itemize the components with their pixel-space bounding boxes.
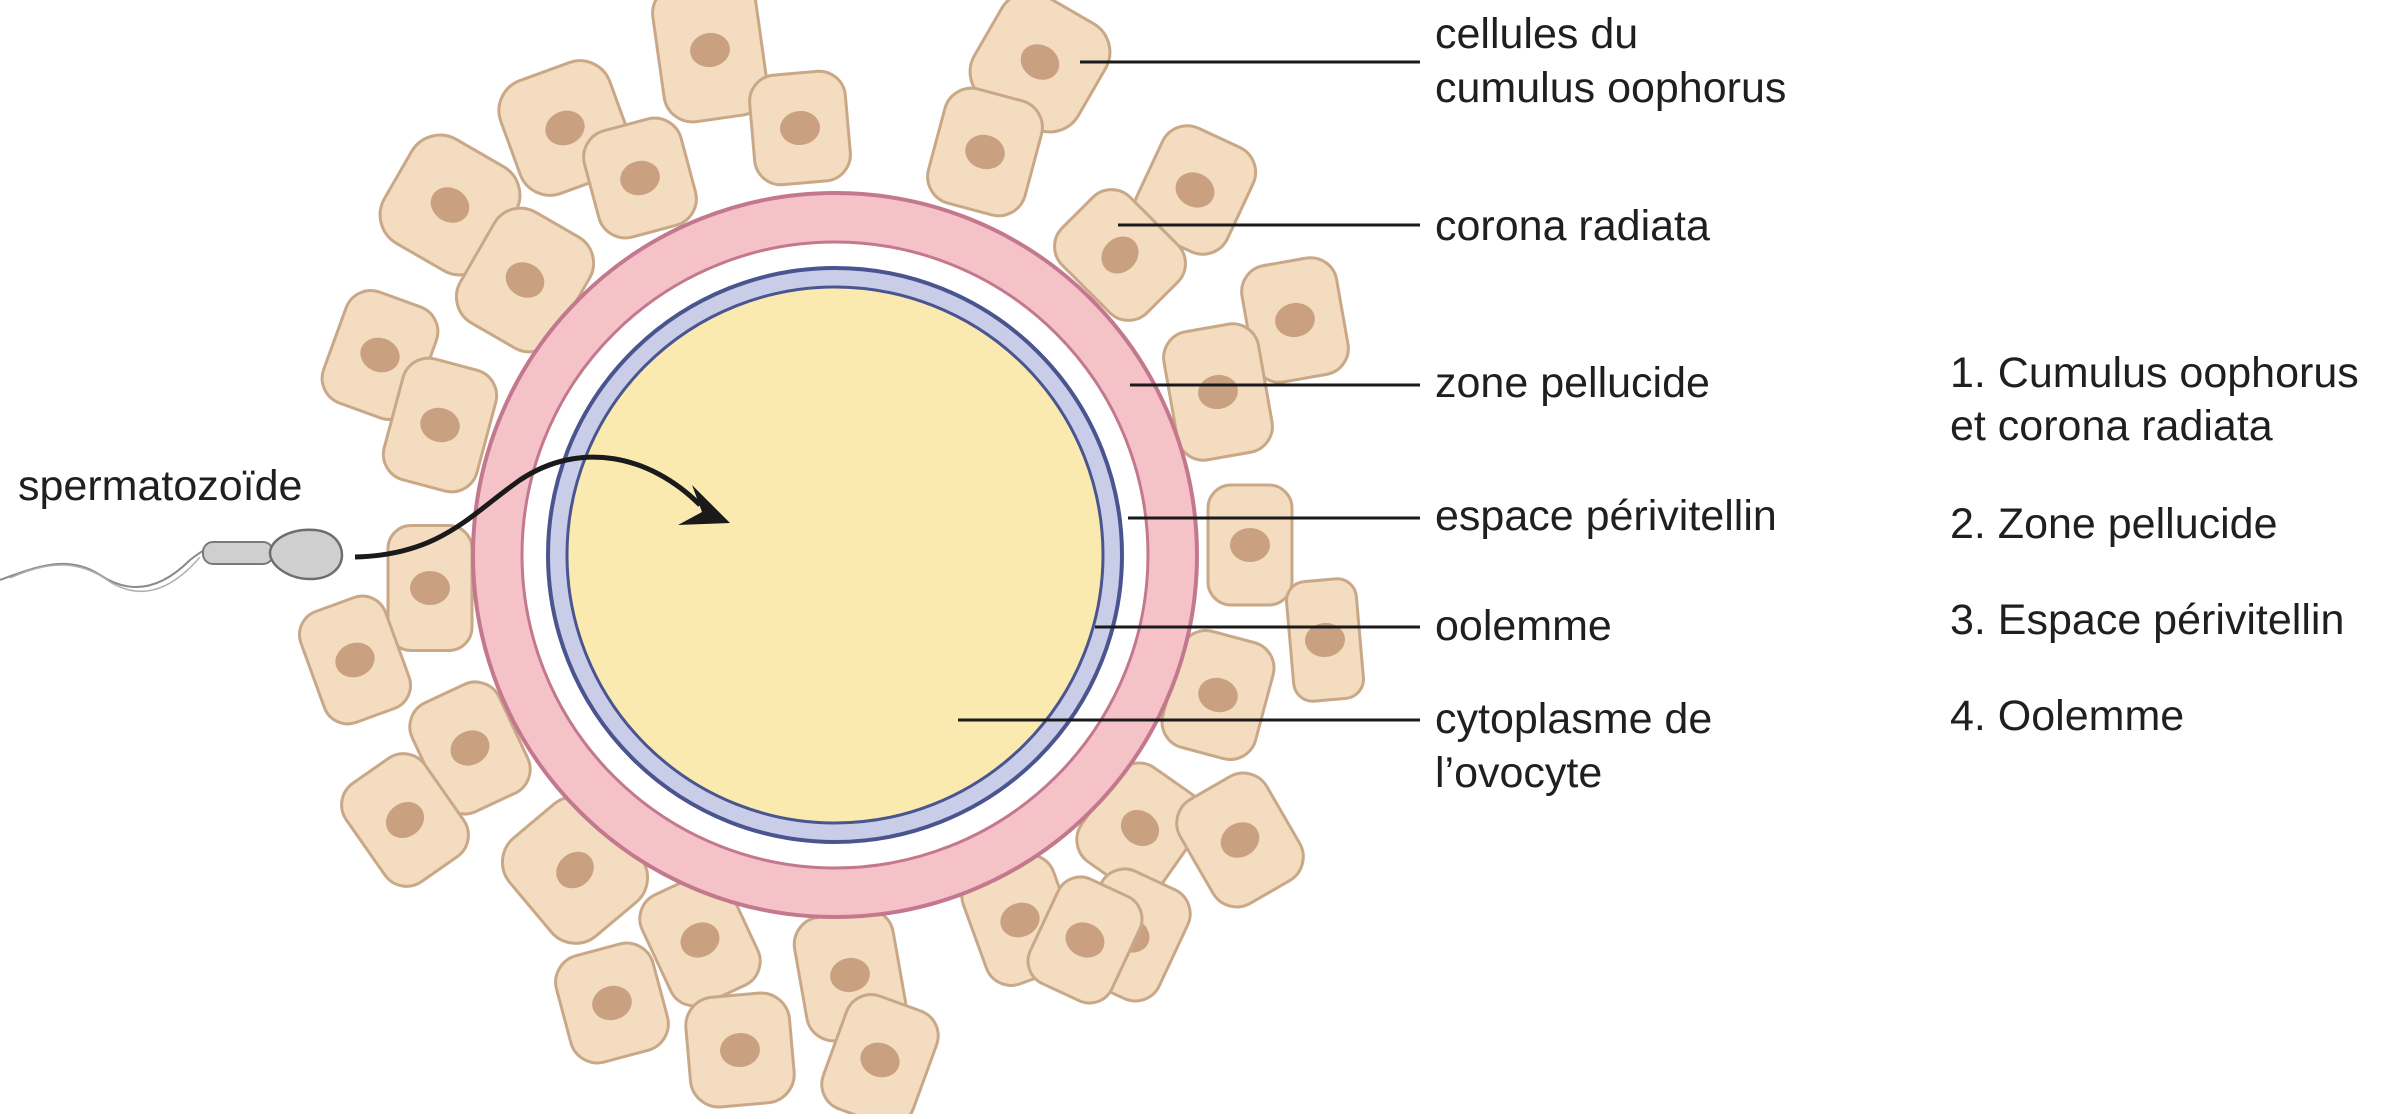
- cell-nucleus: [1020, 44, 1060, 80]
- cell-nucleus: [1120, 809, 1160, 847]
- cell-nucleus: [430, 187, 470, 223]
- label-cumulus-line-1: cellules du: [1435, 10, 1638, 58]
- cumulus-cell: [651, 0, 769, 124]
- cell-nucleus: [410, 571, 450, 605]
- cumulus-cell: [1053, 188, 1187, 322]
- cell-nucleus: [680, 922, 720, 958]
- legend-item-1-line-1: 1. Cumulus oophorus: [1950, 349, 2359, 397]
- cell-nucleus: [420, 407, 460, 443]
- cell-nucleus: [1175, 172, 1215, 208]
- cell-nucleus: [505, 262, 545, 298]
- cumulus-cell: [926, 86, 1044, 218]
- cumulus-cell: [1160, 629, 1276, 761]
- cell-nucleus: [1305, 622, 1345, 658]
- cell-nucleus: [690, 32, 730, 68]
- penetration-arrowhead: [678, 485, 730, 525]
- cumulus-cells-layer: [298, 0, 1365, 1119]
- legend: 1. Cumulus oophorus et corona radiata 2.…: [1950, 349, 2359, 740]
- label-zone-pellucide: zone pellucide: [1435, 359, 1710, 407]
- cell-nucleus: [1198, 677, 1238, 713]
- cell-nucleus: [720, 1032, 760, 1068]
- cumulus-cell: [298, 594, 412, 726]
- sperm-tail: [0, 545, 210, 588]
- label-corona-radiata: corona radiata: [1435, 202, 1710, 250]
- cumulus-cell: [1132, 124, 1258, 256]
- cumulus-cell: [1026, 875, 1144, 1005]
- cell-nucleus: [1230, 528, 1270, 562]
- legend-item-4: 4. Oolemme: [1950, 692, 2184, 740]
- spermatozoon: [0, 528, 344, 593]
- sperm-tail-inner: [9, 556, 201, 593]
- cumulus-cell: [1162, 322, 1274, 462]
- cumulus-cell: [684, 991, 796, 1109]
- cell-nucleus: [450, 730, 490, 766]
- cell-nucleus: [385, 801, 425, 839]
- cell-nucleus: [1220, 822, 1260, 858]
- cumulus-cell: [1206, 483, 1294, 607]
- cell-nucleus: [335, 642, 375, 678]
- cell-nucleus: [360, 337, 400, 373]
- cell-nucleus: [620, 160, 660, 196]
- label-spermatozoon: spermatozoïde: [18, 462, 302, 510]
- cumulus-cell: [408, 680, 532, 816]
- cell-nucleus: [1198, 374, 1238, 410]
- cumulus-cell: [454, 206, 596, 354]
- cumulus-cell: [340, 752, 470, 888]
- cell-nucleus: [830, 957, 870, 993]
- label-cumulus-line-2: cumulus oophorus: [1435, 64, 1786, 112]
- cell-nucleus: [860, 1042, 900, 1078]
- sperm-midpiece: [202, 541, 274, 565]
- cumulus-cell: [1285, 577, 1365, 703]
- cell-nucleus: [965, 134, 1005, 170]
- structure-labels: cellules du cumulus oophorus corona radi…: [1435, 10, 1786, 797]
- penetration-arrow: [354, 454, 702, 560]
- cell-nucleus: [1275, 302, 1315, 338]
- cumulus-cell: [1175, 771, 1305, 909]
- cumulus-cell: [582, 116, 698, 240]
- cumulus-cell: [554, 941, 670, 1065]
- cell-nucleus: [1000, 902, 1040, 938]
- cell-nucleus: [1101, 236, 1139, 274]
- cell-nucleus: [592, 985, 632, 1021]
- cell-nucleus: [545, 110, 585, 146]
- legend-item-3: 3. Espace périvitellin: [1950, 596, 2344, 644]
- label-espace-perivitellin: espace périvitellin: [1435, 492, 1777, 540]
- cumulus-cell: [1240, 256, 1350, 384]
- cumulus-cell: [386, 524, 474, 652]
- legend-item-1-line-2: et corona radiata: [1950, 402, 2273, 450]
- label-cytoplasme-line-2: l’ovocyte: [1435, 749, 1602, 797]
- cumulus-cell: [638, 872, 762, 1008]
- label-oolemme: oolemme: [1435, 602, 1612, 650]
- cell-nucleus: [780, 110, 820, 146]
- cumulus-cell: [381, 356, 499, 494]
- cell-nucleus: [556, 851, 594, 889]
- label-cytoplasme-line-1: cytoplasme de: [1435, 695, 1712, 743]
- legend-item-2: 2. Zone pellucide: [1950, 500, 2278, 548]
- leader-lines: [958, 60, 1420, 722]
- cell-nucleus: [1065, 922, 1105, 958]
- sperm-head: [268, 528, 344, 581]
- oocyte-cytoplasm: [565, 285, 1105, 825]
- cumulus-cell: [748, 69, 852, 187]
